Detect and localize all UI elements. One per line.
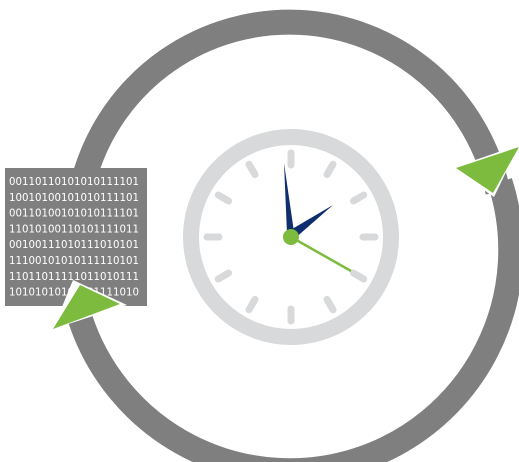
- binary-line: 10010100101010111101: [9, 192, 139, 204]
- clock-tick: [214, 191, 233, 205]
- clock-tick: [323, 295, 337, 314]
- binary-line: 11010100110101111011: [9, 223, 139, 235]
- clock-icon: [183, 129, 399, 345]
- binary-line: 11100101010111110101: [9, 255, 139, 267]
- binary-line: 00110110101010111101: [9, 176, 139, 188]
- clock-tick: [349, 191, 368, 205]
- binary-line: 00100111010111010101: [9, 239, 139, 251]
- binary-line: 11011011111011010111: [9, 271, 139, 283]
- clock-tick: [245, 295, 259, 314]
- cycle-ring: [68, 9, 519, 462]
- clock-center-pin: [283, 229, 299, 245]
- cycle-ring-lower-arc: [68, 178, 519, 462]
- clock-minute-hand: [284, 163, 294, 234]
- clock-second-hand: [290, 235, 352, 273]
- cycle-ring-upper-arc: [74, 9, 511, 195]
- clock-tick: [349, 269, 368, 283]
- clock-hour-hand: [287, 205, 333, 240]
- binary-line: 00110100101010111101: [9, 208, 139, 220]
- clock-tick: [245, 160, 259, 179]
- clock-ring: [183, 129, 399, 345]
- clock-tick: [214, 269, 233, 283]
- arrowhead-right-icon: [452, 145, 519, 197]
- arrowhead-left-icon: [53, 280, 127, 329]
- clock-ticks: [203, 149, 379, 325]
- clock-tick: [323, 160, 337, 179]
